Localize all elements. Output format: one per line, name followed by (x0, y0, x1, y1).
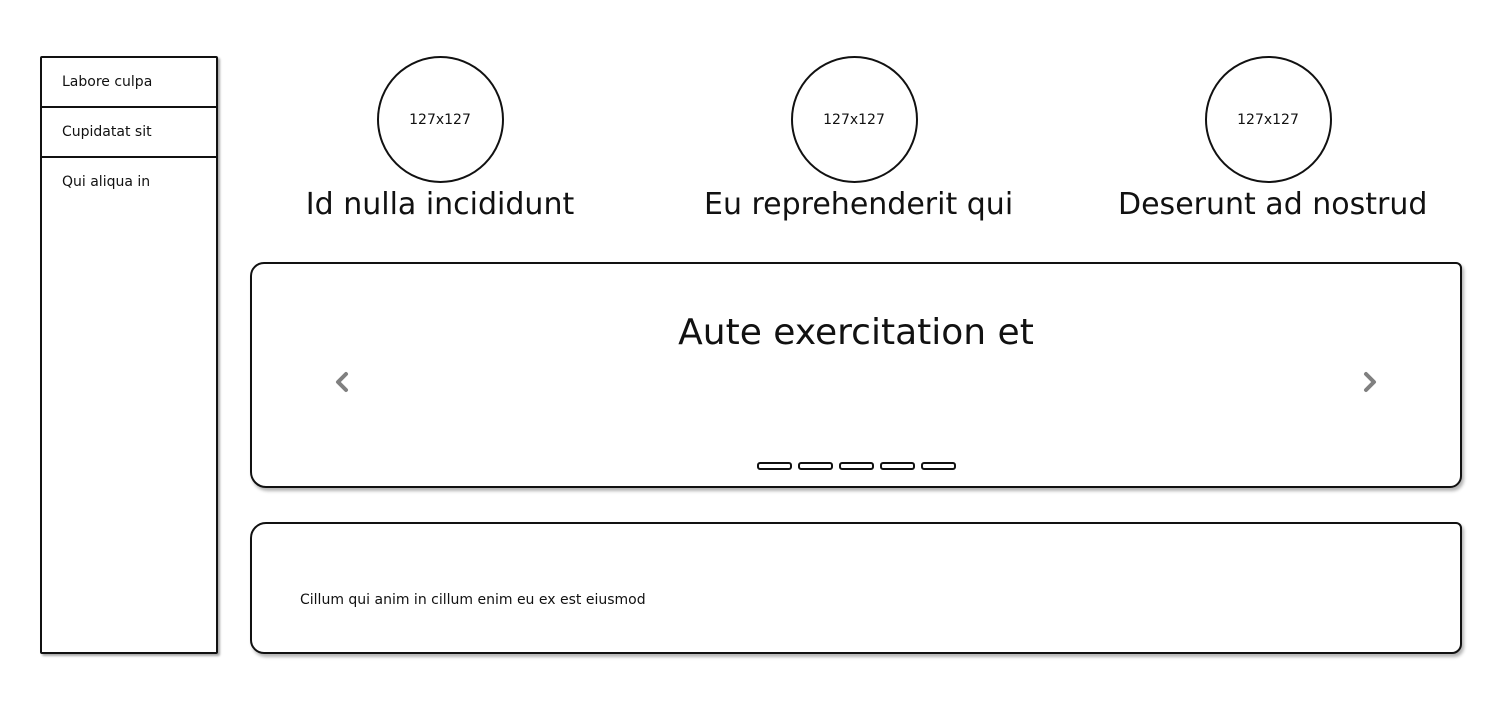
card-title: Deserunt ad nostrud (1118, 187, 1428, 222)
chevron-right-icon (1364, 372, 1376, 392)
avatar-image-placeholder: 127x127 (1204, 56, 1332, 183)
carousel-indicator-5[interactable] (921, 462, 956, 470)
carousel-slide-title: Aute exercitation et (678, 312, 1034, 353)
sidebar-item-cupidatat-sit[interactable]: Cupidatat sit (42, 108, 216, 158)
avatar-image-placeholder: 127x127 (790, 56, 918, 183)
image-size-label: 127x127 (1237, 111, 1299, 128)
carousel-indicator-3[interactable] (839, 462, 874, 470)
sidebar-item-label: Cupidatat sit (62, 124, 152, 140)
text-panel-content: Cillum qui anim in cillum enim eu ex est… (300, 592, 646, 608)
carousel-indicator-1[interactable] (757, 462, 792, 470)
carousel-indicators (757, 462, 956, 470)
sidebar-item-label: Labore culpa (62, 74, 153, 90)
card-3: 127x127 Deserunt ad nostrud (1118, 56, 1428, 222)
sidebar: Labore culpa Cupidatat sit Qui aliqua in (40, 56, 218, 654)
carousel-indicator-4[interactable] (880, 462, 915, 470)
image-size-label: 127x127 (409, 111, 471, 128)
sidebar-item-qui-aliqua-in[interactable]: Qui aliqua in (42, 158, 216, 206)
sidebar-item-labore-culpa[interactable]: Labore culpa (42, 58, 216, 108)
card-title: Id nulla incididunt (305, 187, 575, 222)
image-size-label: 127x127 (823, 111, 885, 128)
text-panel: Cillum qui anim in cillum enim eu ex est… (250, 522, 1462, 654)
avatar-image-placeholder: 127x127 (376, 56, 504, 183)
chevron-left-icon (336, 372, 348, 392)
carousel-prev-button[interactable] (330, 368, 354, 396)
carousel-next-button[interactable] (1358, 368, 1382, 396)
card-2: 127x127 Eu reprehenderit qui (704, 56, 1014, 222)
card-title: Eu reprehenderit qui (704, 187, 1014, 222)
sidebar-item-label: Qui aliqua in (62, 174, 151, 190)
carousel: Aute exercitation et (250, 262, 1462, 488)
card-1: 127x127 Id nulla incididunt (290, 56, 590, 222)
carousel-indicator-2[interactable] (798, 462, 833, 470)
